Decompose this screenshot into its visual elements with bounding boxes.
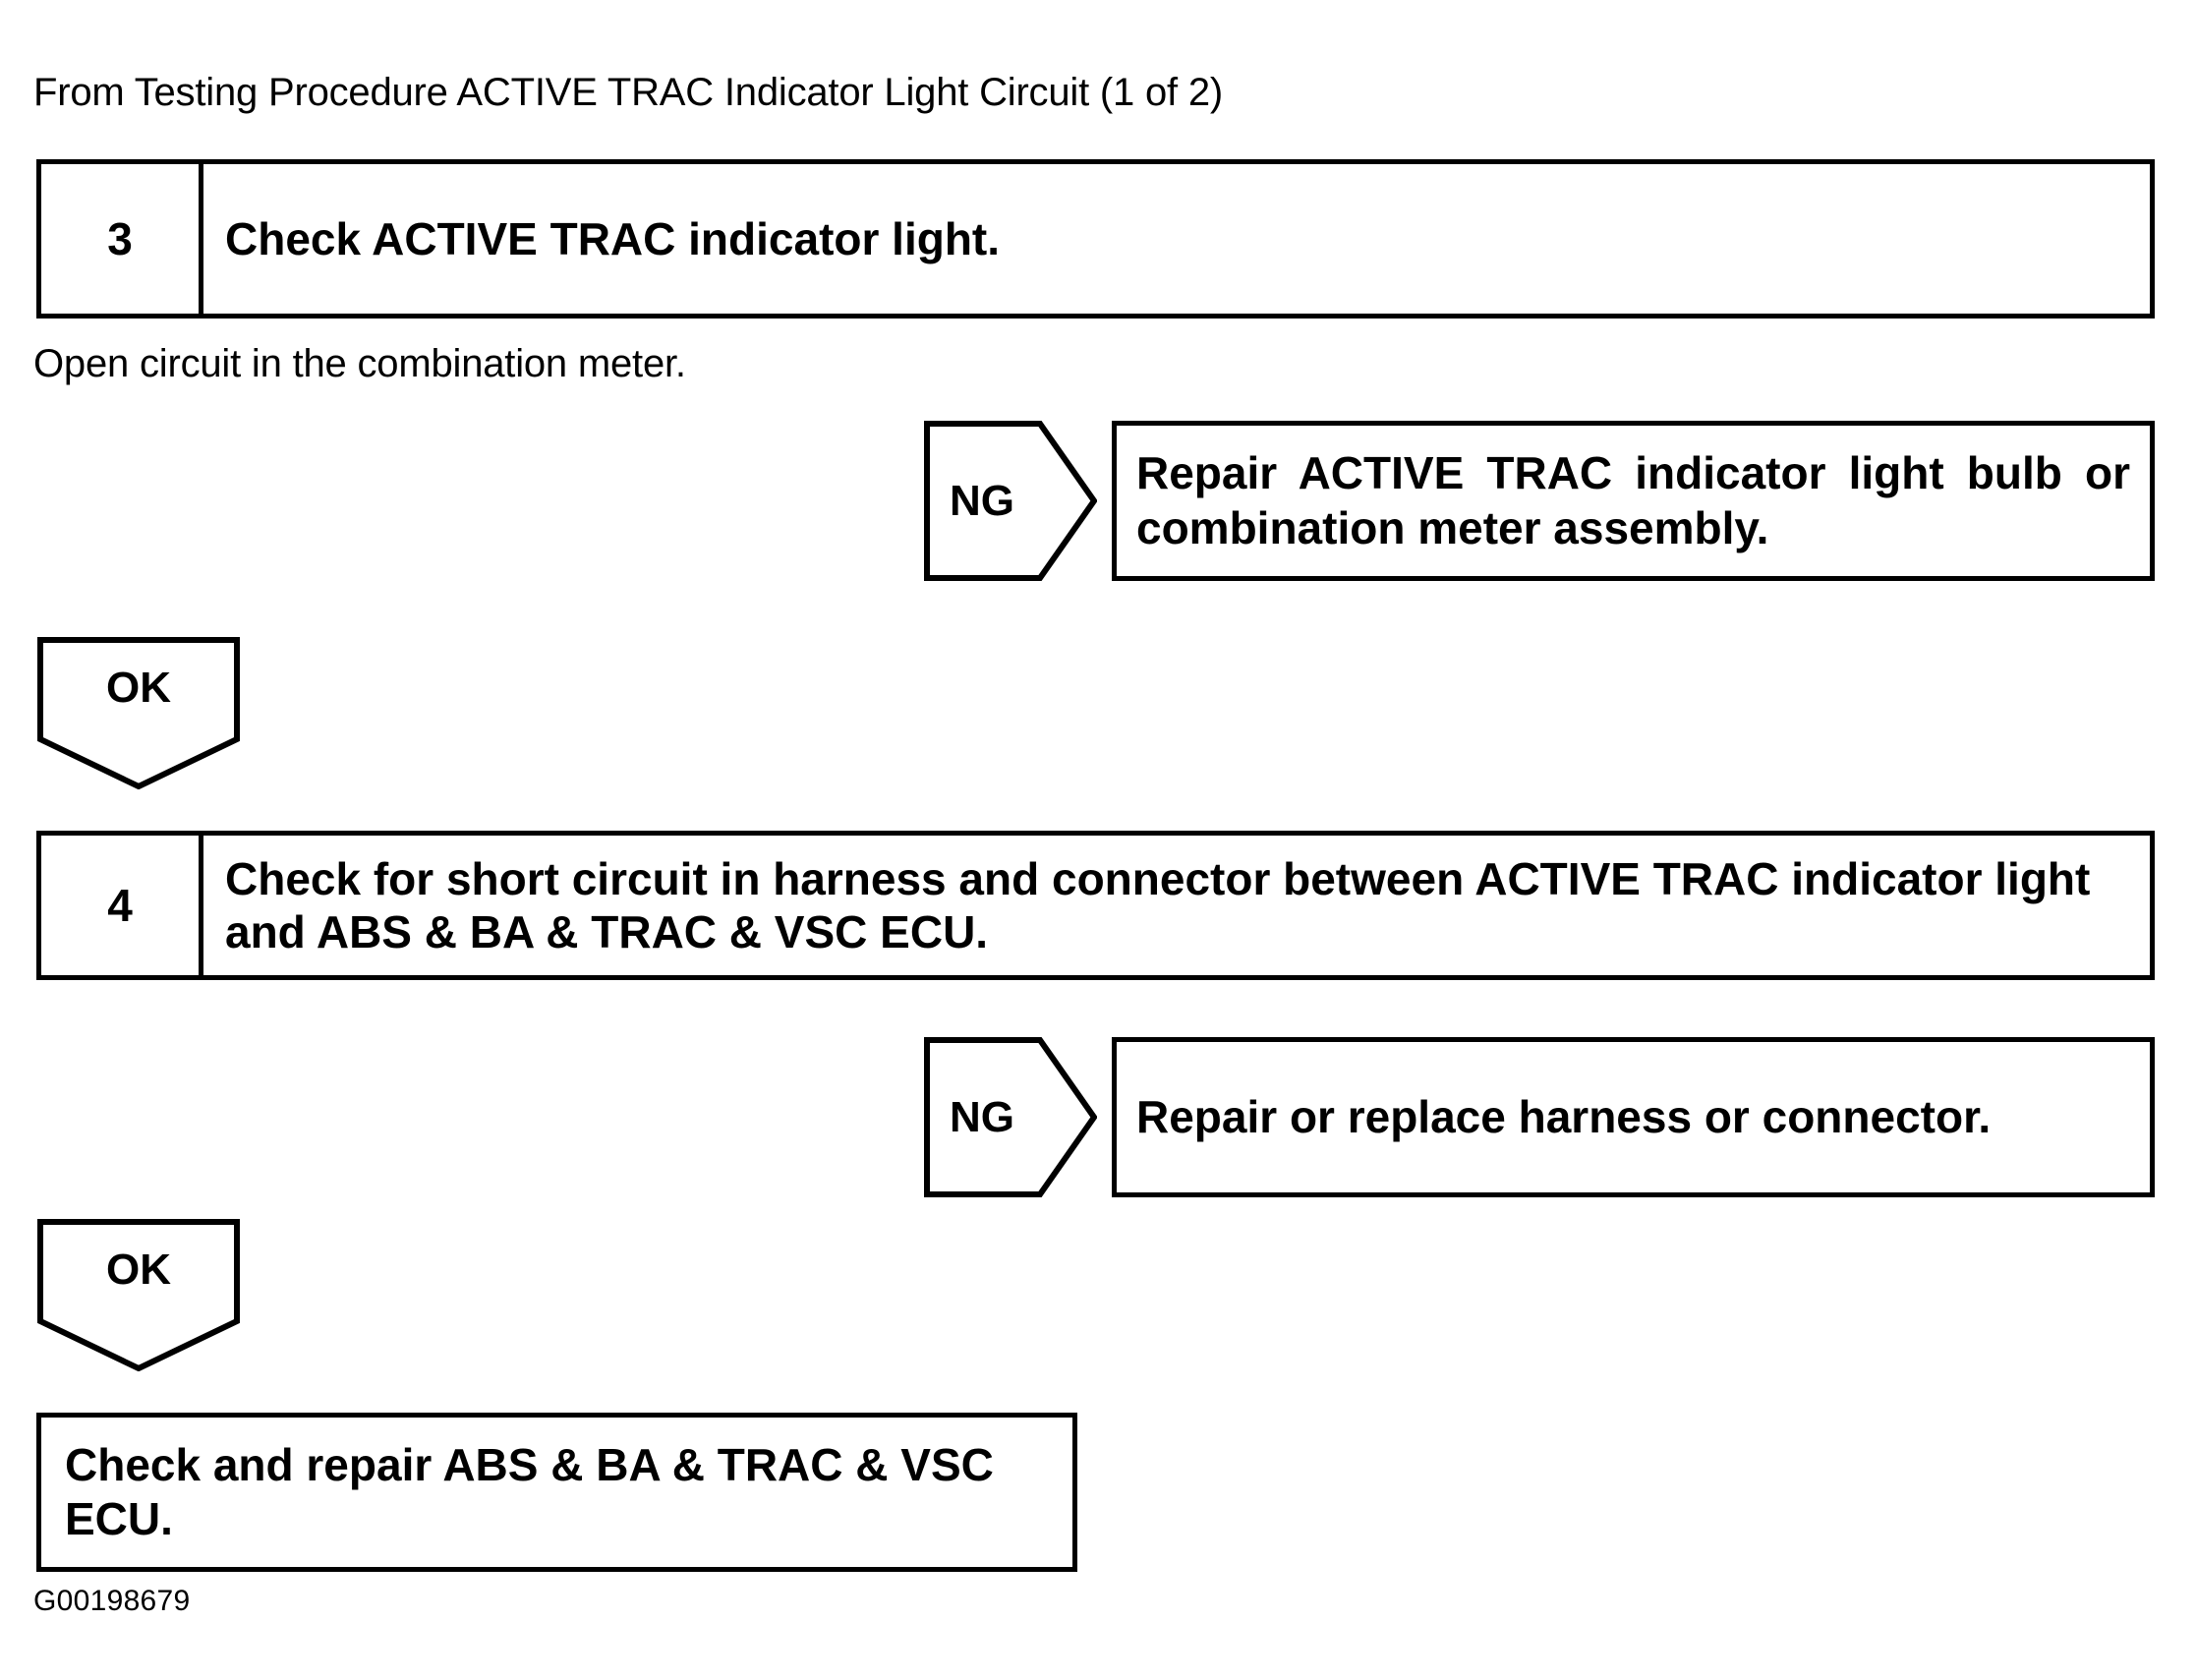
ok-arrow-1-label: OK bbox=[106, 664, 171, 712]
ng-arrow-2: NG bbox=[924, 1037, 1097, 1197]
step-3-box: 3 Check ACTIVE TRAC indicator light. bbox=[36, 159, 2155, 319]
source-procedure-header: From Testing Procedure ACTIVE TRAC Indic… bbox=[33, 71, 1224, 114]
ok-arrow-1: OK bbox=[37, 637, 240, 789]
ng-result-1-text: Repair ACTIVE TRAC indicator light bulb … bbox=[1136, 447, 2130, 553]
figure-reference-code: G00198679 bbox=[33, 1585, 191, 1617]
ng-arrow-1-label: NG bbox=[950, 476, 1014, 525]
ok-arrow-2-label: OK bbox=[106, 1246, 171, 1294]
open-circuit-note: Open circuit in the combination meter. bbox=[33, 342, 686, 385]
step-4-instruction: Check for short circuit in harness and c… bbox=[225, 852, 2091, 957]
ok-arrow-2: OK bbox=[37, 1219, 240, 1371]
ng-arrow-1: NG bbox=[924, 421, 1097, 581]
ng-result-box-2: Repair or replace harness or connector. bbox=[1112, 1037, 2155, 1197]
conclusion-text: Check and repair ABS & BA & TRAC & VSC E… bbox=[65, 1438, 994, 1544]
step-4-number: 4 bbox=[41, 836, 203, 975]
step-3-instruction: Check ACTIVE TRAC indicator light. bbox=[225, 212, 1001, 264]
ng-result-box-1: Repair ACTIVE TRAC indicator light bulb … bbox=[1112, 421, 2155, 581]
step-4-box: 4 Check for short circuit in harness and… bbox=[36, 831, 2155, 980]
ng-arrow-2-label: NG bbox=[950, 1092, 1014, 1141]
ng-result-2-text: Repair or replace harness or connector. bbox=[1136, 1090, 1992, 1142]
step-3-number: 3 bbox=[41, 164, 203, 314]
conclusion-box: Check and repair ABS & BA & TRAC & VSC E… bbox=[36, 1413, 1077, 1572]
